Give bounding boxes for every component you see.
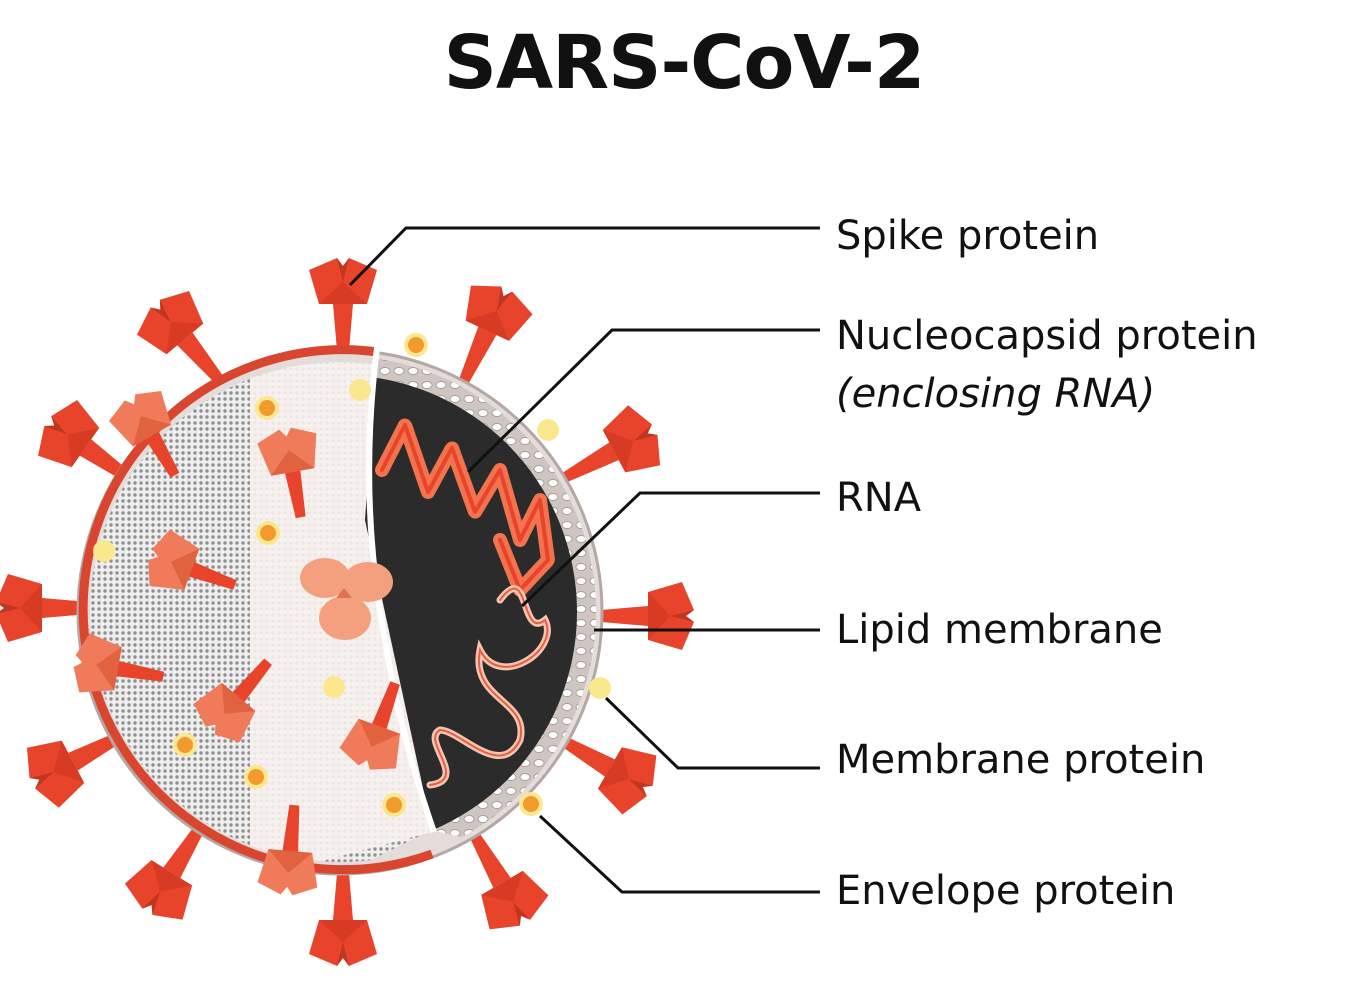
nucleocapsid-rna-coil (375, 418, 555, 597)
nucleocapsid-cluster (300, 558, 393, 640)
label-nucleocapsid-note: (enclosing RNA) (836, 371, 1156, 417)
envelope-proteins (173, 333, 543, 817)
leader-membrane-protein (604, 696, 820, 770)
virion-core (365, 375, 577, 849)
leader-envelope-protein (538, 814, 820, 894)
label-rna: RNA (836, 475, 922, 521)
membrane-proteins (93, 379, 611, 699)
label-lipid-membrane: Lipid membrane (836, 607, 1163, 653)
label-membrane-protein: Membrane protein (836, 737, 1206, 783)
label-spike-protein: Spike protein (836, 213, 1100, 259)
label-nucleocapsid-protein: Nucleocapsid protein (enclosing RNA) (836, 312, 1258, 418)
leader-nucleocapsid-protein (466, 328, 820, 474)
leader-lines (348, 226, 820, 894)
diagram-title: SARS-CoV-2 (443, 20, 926, 106)
cutaway-edge (366, 339, 437, 833)
leader-spike-protein (348, 226, 820, 287)
leader-rna (520, 491, 820, 608)
label-nucleocapsid-title: Nucleocapsid protein (836, 313, 1258, 359)
label-envelope-protein: Envelope protein (836, 868, 1176, 914)
